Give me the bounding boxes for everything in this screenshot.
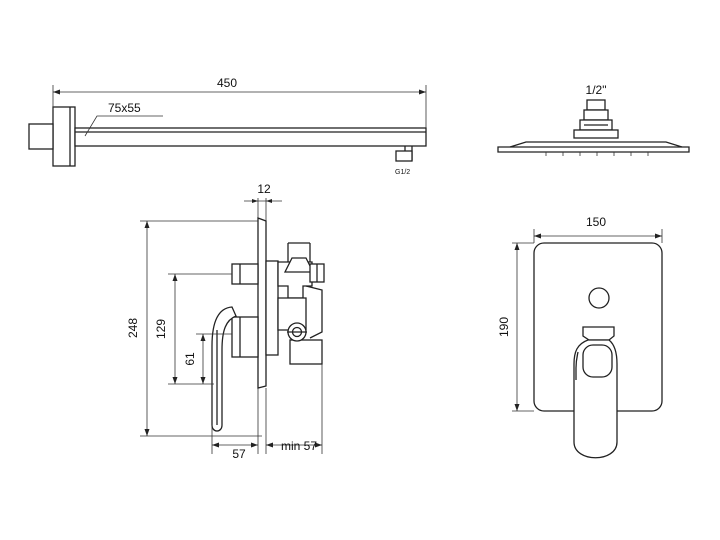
mixer-upper-spindle <box>231 263 259 285</box>
lever-front-top <box>582 326 615 341</box>
mixer-lever-handle <box>211 306 237 432</box>
dimension-lever-depth: 57 <box>211 388 259 461</box>
diverter-knob <box>588 287 610 309</box>
arm-outlet-nut <box>395 150 413 162</box>
head-plate <box>497 146 690 153</box>
head-nozzles <box>545 152 649 156</box>
cover-plate-front-view <box>533 242 663 459</box>
arm-thread-label: G1/2 <box>395 169 410 176</box>
mixer-lever-spindle <box>231 316 259 358</box>
head-thread-label: 1/2" <box>586 83 607 97</box>
dimension-cover-height: 190 <box>497 242 534 412</box>
dimension-plate-thickness: 12 <box>244 182 282 221</box>
cover-width-label: 150 <box>586 215 606 229</box>
mixer-lower-outlet <box>289 339 323 365</box>
arm-section-label: 75x55 <box>108 101 141 115</box>
arm-body <box>74 127 427 147</box>
cover-height-label: 190 <box>497 317 511 337</box>
shower-arm-side-view: G1/2 <box>28 106 427 176</box>
dimension-min-depth: min 57 <box>265 364 323 454</box>
dimension-plate-height: 248 <box>126 220 262 437</box>
dimension-arm-section: 75x55 <box>84 101 163 137</box>
head-swivel <box>573 129 619 139</box>
mixer-valve-base <box>265 260 279 356</box>
dimension-arm-length: 450 <box>52 76 427 128</box>
head-connector-top <box>586 99 606 111</box>
lever-to-outlet-label: 129 <box>154 319 168 339</box>
outlet-height-label: 61 <box>183 352 197 366</box>
head-connector-nut <box>583 109 609 121</box>
arm-wall-stub <box>28 123 54 150</box>
shower-head-side-view: 1/2" <box>497 83 690 156</box>
plate-height-label: 248 <box>126 318 140 338</box>
mixer-wall-plate <box>257 217 267 389</box>
plate-thickness-label: 12 <box>257 182 271 196</box>
dimension-lever-to-outlet: 129 <box>154 273 232 385</box>
mixer-side-view <box>211 217 325 432</box>
lever-depth-label: 57 <box>232 447 246 461</box>
dimension-outlet-height: 61 <box>183 333 232 384</box>
min-depth-label: min 57 <box>281 439 317 453</box>
arm-wall-flange <box>52 106 76 167</box>
arm-length-label: 450 <box>217 76 237 90</box>
dimension-cover-width: 150 <box>533 215 663 243</box>
